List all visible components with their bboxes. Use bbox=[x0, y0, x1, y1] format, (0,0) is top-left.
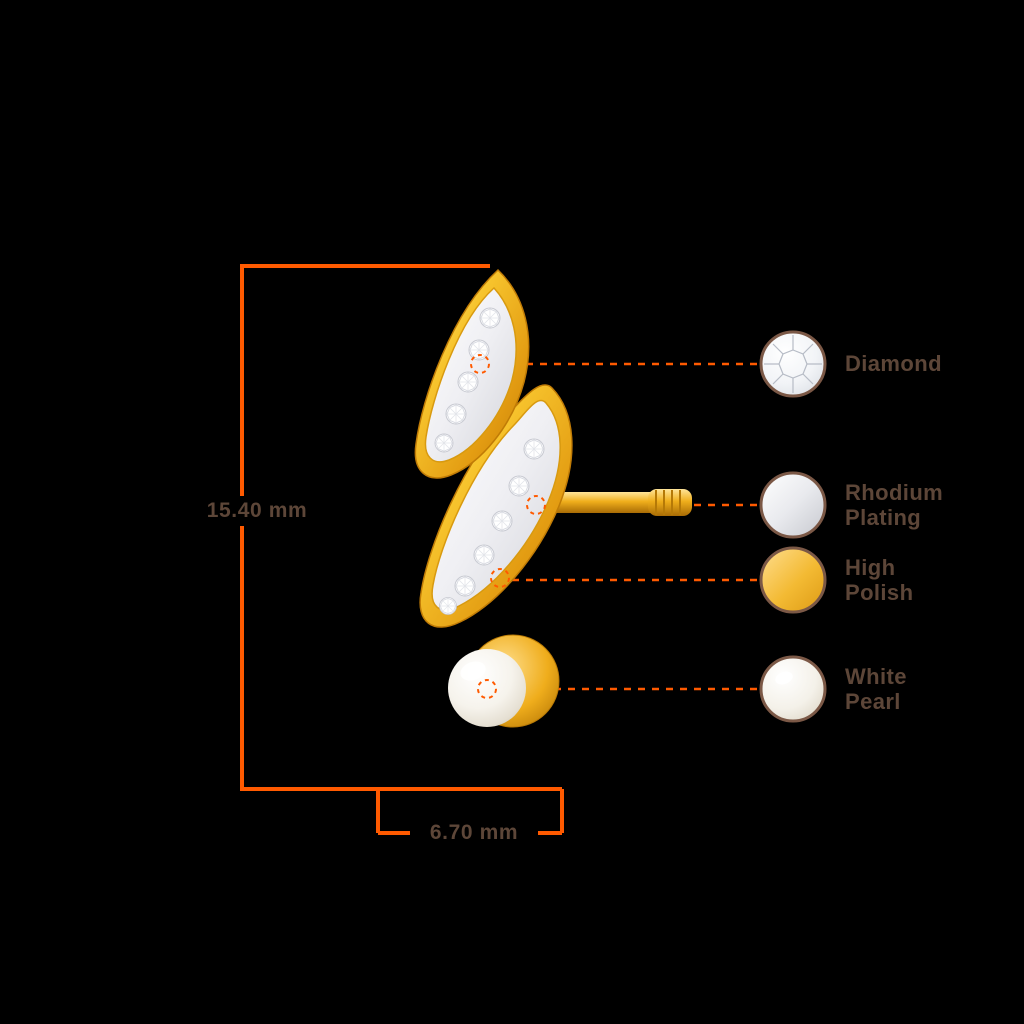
legend-label-diamond: Diamond bbox=[845, 351, 942, 377]
legend-item-white-pearl: White Pearl bbox=[756, 652, 965, 726]
pearl bbox=[448, 649, 526, 727]
legend-label-rhodium-plating: Rhodium Plating bbox=[845, 479, 944, 530]
diamond-marker bbox=[470, 354, 490, 374]
legend-label-white-pearl: White Pearl bbox=[845, 663, 907, 714]
high-polish-marker bbox=[490, 568, 510, 588]
height-dimension-label: 15.40 mm bbox=[196, 496, 318, 526]
height-dimension-line bbox=[240, 264, 562, 791]
earring-post bbox=[542, 489, 692, 516]
legend-item-diamond: Diamond bbox=[756, 327, 942, 401]
white-pearl-swatch-icon bbox=[759, 655, 827, 723]
diamond-swatch-icon bbox=[759, 330, 827, 398]
rhodium-marker bbox=[526, 495, 546, 515]
earring-illustration bbox=[414, 268, 692, 728]
white-pearl-marker bbox=[477, 679, 497, 699]
legend-label-high-polish: High Polish bbox=[845, 554, 914, 605]
legend-item-high-polish: High Polish bbox=[756, 543, 965, 617]
legend-item-rhodium-plating: Rhodium Plating bbox=[756, 468, 965, 542]
callout-markers bbox=[470, 354, 546, 699]
upper-leaf bbox=[414, 268, 530, 479]
rhodium-plating-swatch-icon bbox=[759, 471, 827, 539]
width-dimension-label: 6.70 mm bbox=[410, 818, 538, 848]
high-polish-swatch-icon bbox=[759, 546, 827, 614]
